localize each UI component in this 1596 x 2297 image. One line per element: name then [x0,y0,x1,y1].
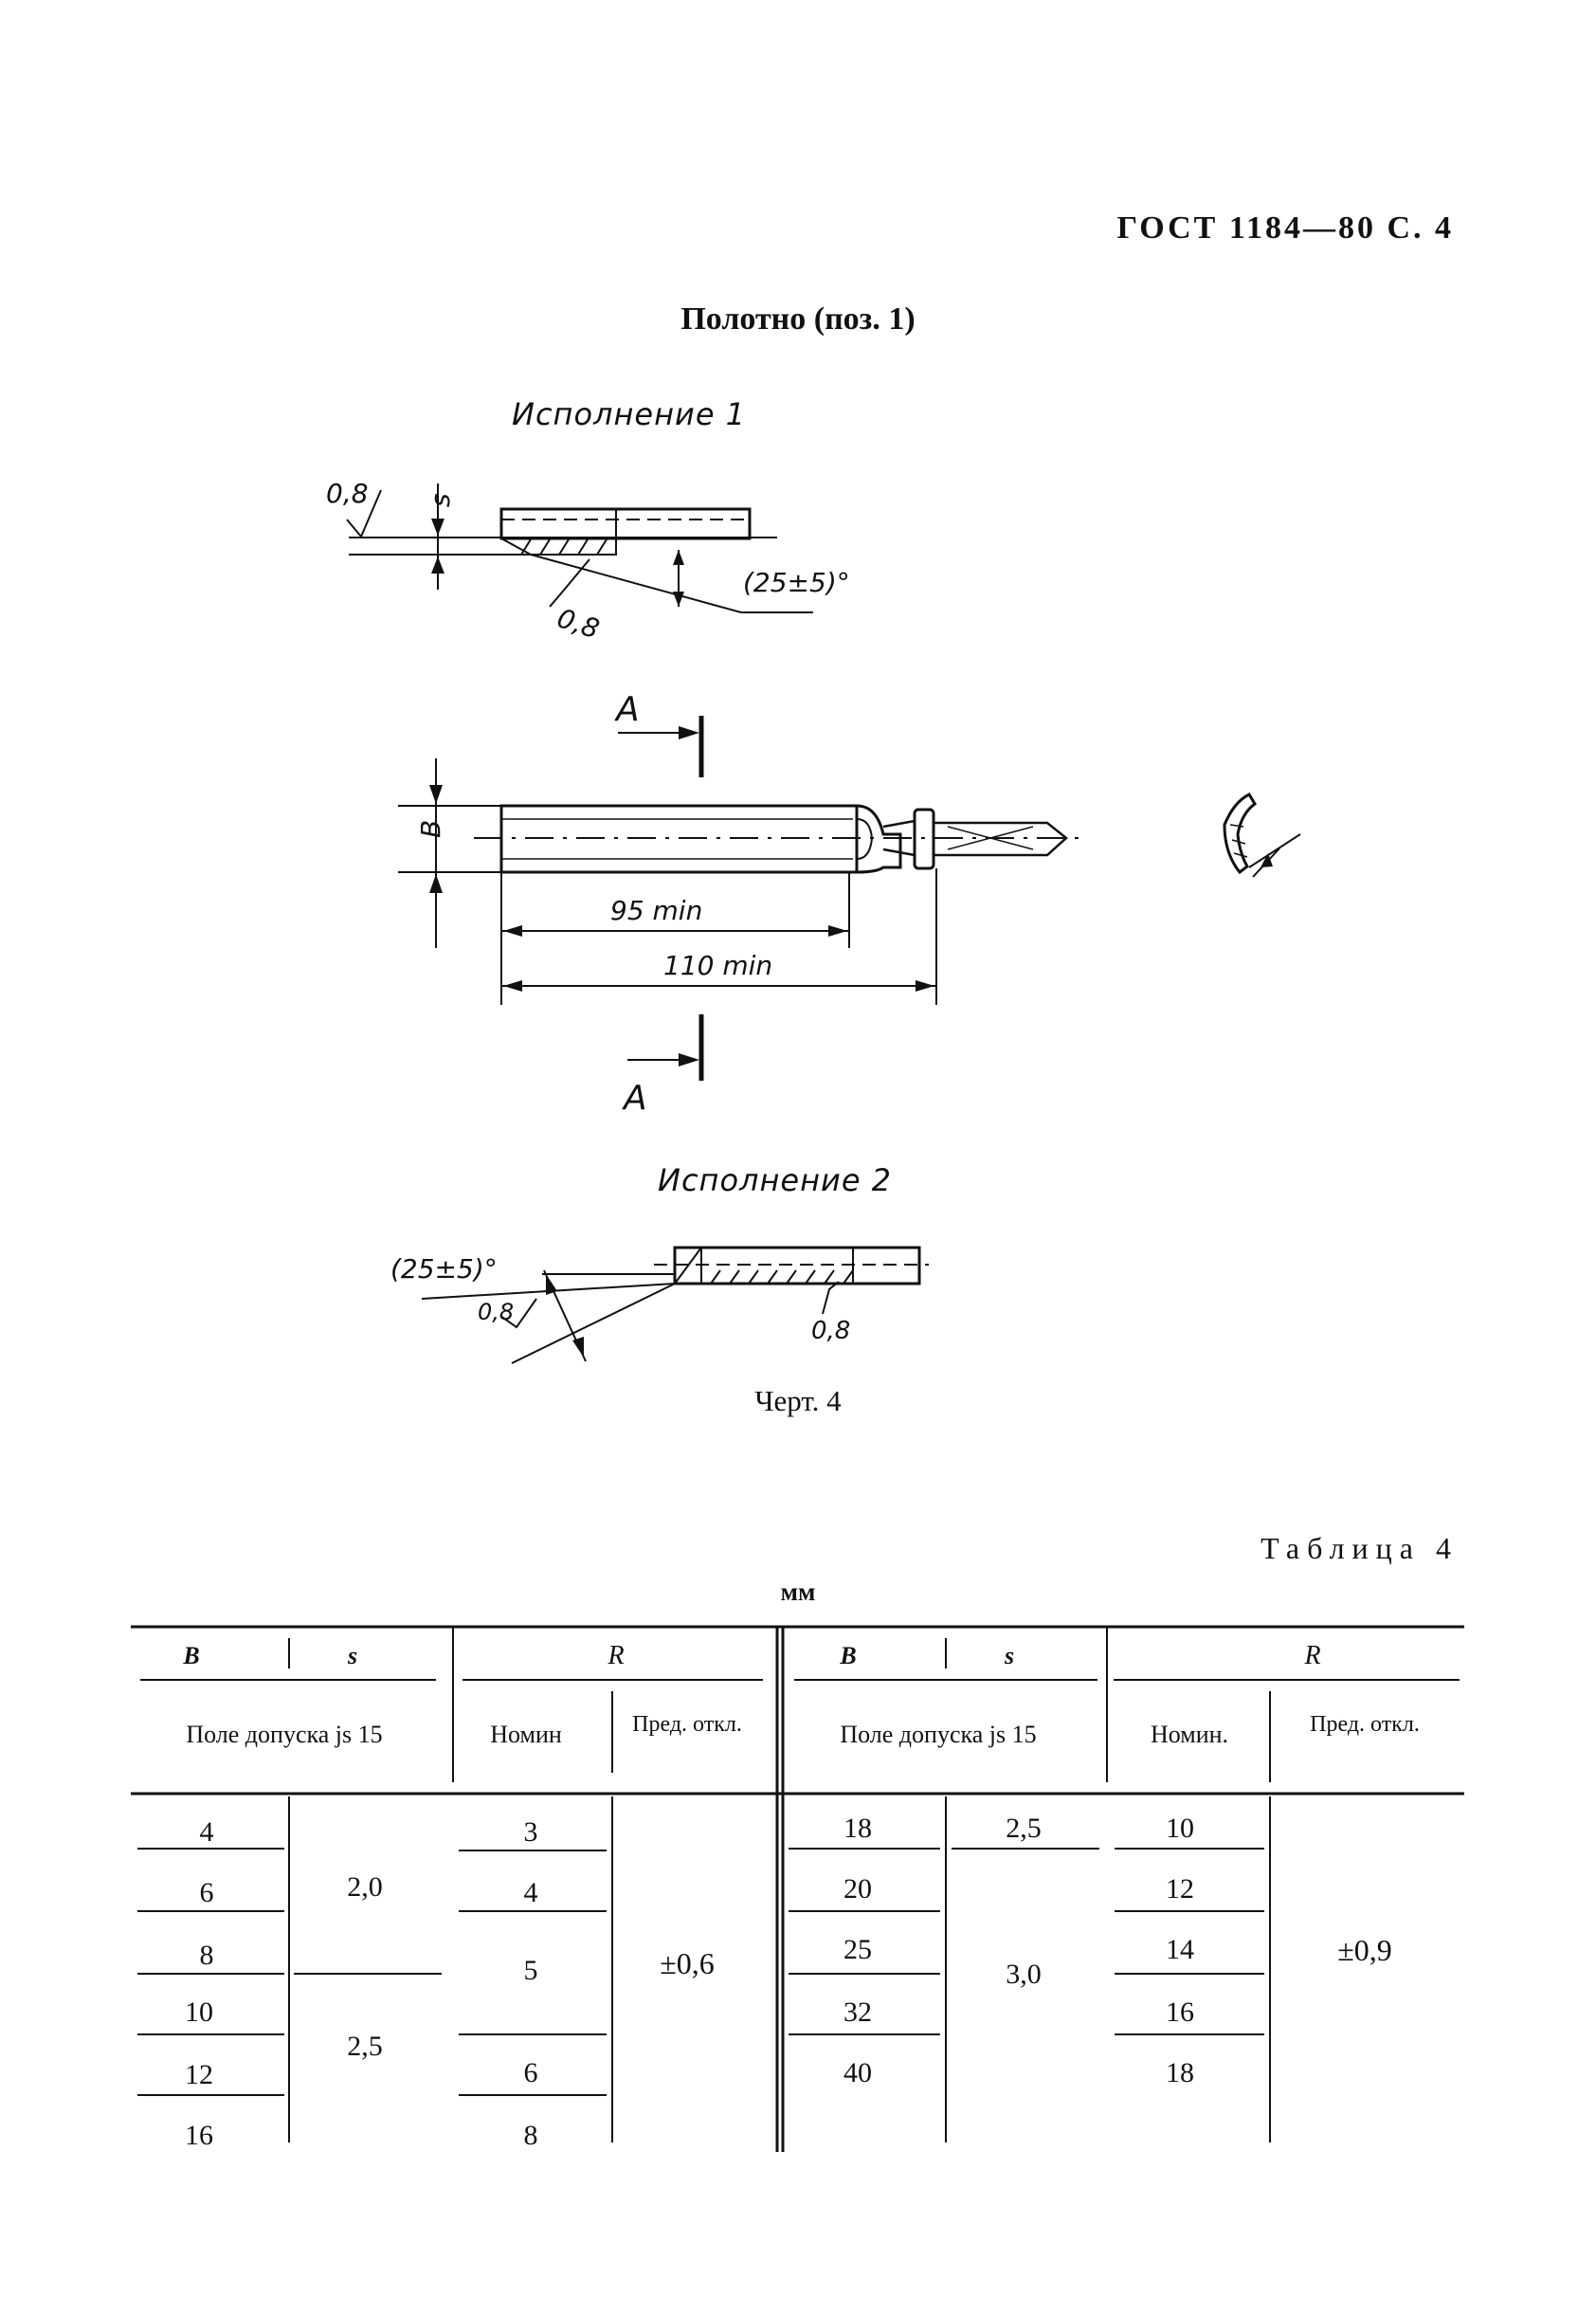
right-r-value: 12 [1166,1873,1194,1905]
right-r-value: 14 [1166,1934,1194,1965]
right-col-s: s [1004,1642,1014,1669]
roughness-mark-2: 0,8 [553,602,604,645]
left-b-value: 4 [200,1816,214,1848]
right-b-value: 20 [843,1873,872,1905]
right-b-value: 40 [843,2057,872,2088]
section-title: Полотно (поз. 1) [680,301,916,337]
variant-1-label: Исполнение 1 [512,396,747,432]
figure-caption: Черт. 4 [754,1384,842,1417]
page-header: ГОСТ 1184—80 С. 4 [1116,210,1454,246]
section-mark-bottom: А [622,1079,647,1118]
left-b-value: 10 [185,1996,213,2028]
left-r-value: 4 [524,1877,538,1908]
right-b-value: 25 [843,1934,872,1965]
roughness-mark-4: 0,8 [811,1317,850,1345]
left-r-value: 6 [524,2057,538,2088]
right-col-b: B [839,1642,856,1669]
blade-plan-view [398,716,1301,1081]
left-nominal-label: Номин [490,1721,562,1748]
left-col-s: s [347,1642,357,1669]
left-s-value: 2,5 [347,2031,383,2062]
left-b-value: 16 [185,2120,213,2151]
right-tolerance-label: Поле допуска js 15 [840,1721,1036,1748]
roughness-mark-1: 0,8 [326,478,369,509]
left-tolerance-label: Поле допуска js 15 [186,1721,382,1748]
section-mark-top: А [614,690,640,729]
left-deviation-label: Пред. откл. [632,1712,742,1737]
variant-2-label: Исполнение 2 [658,1162,893,1198]
right-deviation-value: ±0,9 [1337,1933,1392,1967]
angle-label-1: (25±5)° [743,567,850,598]
right-col-r: R [1303,1641,1320,1670]
thickness-symbol: s [425,493,456,507]
left-deviation-value: ±0,6 [660,1946,715,1980]
left-col-b: B [182,1642,199,1669]
left-r-value: 3 [524,1816,538,1848]
table-caption: Таблица 4 [1260,1531,1459,1565]
right-s-value: 2,5 [1006,1813,1042,1844]
right-deviation-label: Пред. откл. [1310,1712,1420,1737]
right-nominal-label: Номин. [1151,1721,1228,1748]
right-b-value: 18 [843,1813,872,1844]
variant-2-profile [421,1246,929,1364]
variant-1-profile [346,483,813,613]
left-r-value: 8 [524,2120,538,2151]
left-col-r: R [607,1641,624,1670]
table-4 [131,1625,1464,2152]
left-s-value: 2,0 [347,1871,383,1903]
left-b-value: 6 [200,1877,214,1908]
roughness-mark-3: 0,8 [478,1299,514,1325]
left-b-value: 8 [200,1940,214,1971]
dim-95-min: 95 min [610,895,702,926]
units-label: мм [780,1577,816,1606]
left-b-value: 12 [185,2059,213,2090]
right-r-value: 18 [1166,2057,1194,2088]
right-r-value: 16 [1166,1996,1194,2028]
angle-label-2: (25±5)° [390,1253,498,1285]
left-r-value: 5 [524,1955,538,1986]
right-s-value: 3,0 [1006,1959,1042,1990]
width-symbol: B [415,820,446,838]
right-b-value: 32 [843,1996,872,2028]
right-r-value: 10 [1166,1813,1194,1844]
dim-110-min: 110 min [663,950,772,981]
